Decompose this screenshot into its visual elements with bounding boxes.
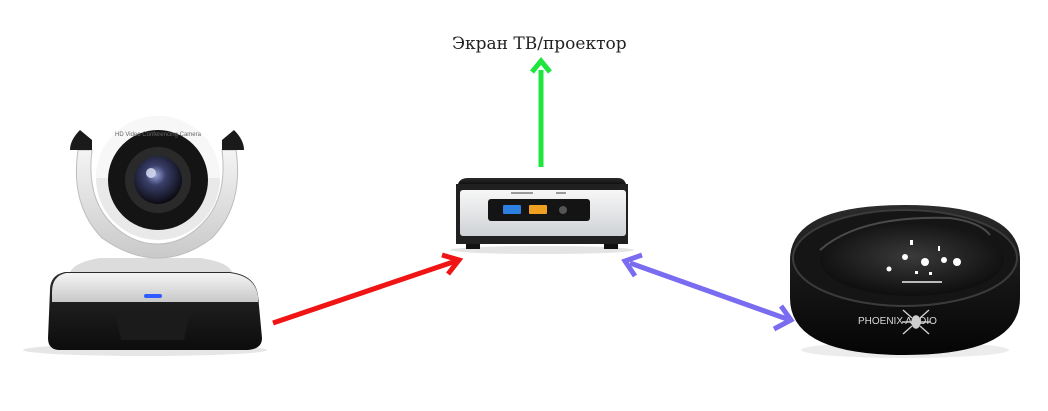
- audio-jack-icon: [559, 206, 567, 214]
- usb3-port-icon: [503, 205, 521, 214]
- ptz-camera-icon: HD Video Conferencing Camera: [23, 116, 267, 356]
- speaker-controls-icon: [886, 240, 961, 283]
- arrow-camera-to-pc: [272, 252, 464, 326]
- speaker-brand-label: PHOENIX AUDIO: [858, 316, 937, 327]
- speakerphone-icon: PHOENIX AUDIO: [790, 205, 1020, 358]
- spider-logo-icon: [902, 309, 930, 335]
- display-label: Экран ТВ/проектор: [452, 34, 627, 54]
- camera-ring-text: HD Video Conferencing Camera: [115, 132, 202, 138]
- arrow-pc-to-display: [530, 57, 552, 167]
- camera-led-icon: [144, 294, 162, 298]
- mini-pc-icon: [450, 178, 634, 254]
- arrow-pc-speaker-bidirectional: [621, 252, 795, 332]
- usb-charge-port-icon: [529, 205, 547, 214]
